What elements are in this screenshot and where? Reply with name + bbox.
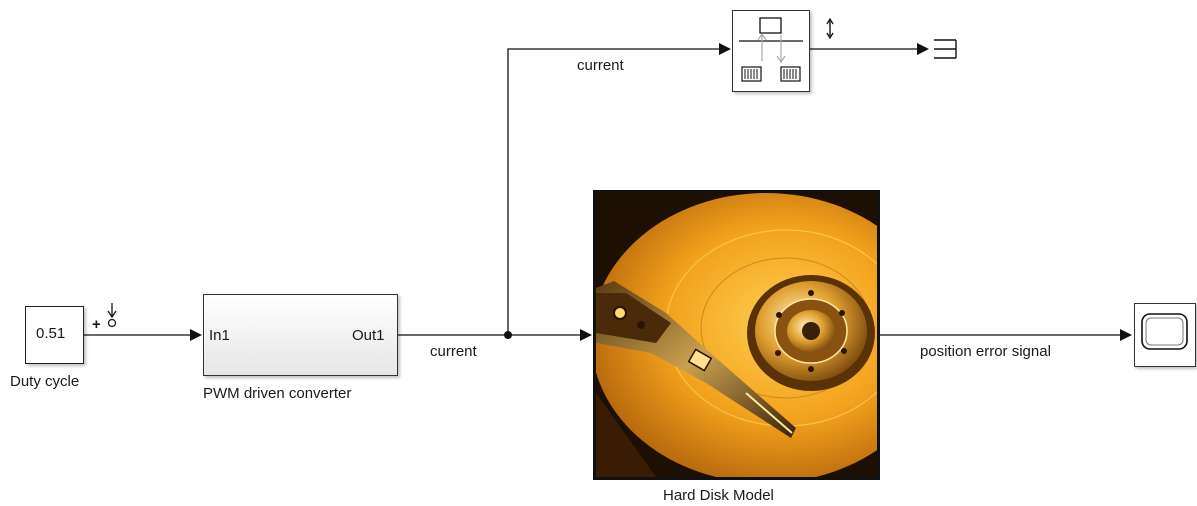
arrowhead-terminator-in <box>917 43 929 55</box>
rate-transition-block[interactable] <box>732 10 810 92</box>
constant-block[interactable] <box>25 306 84 364</box>
pwm-block-label: PWM driven converter <box>203 385 352 402</box>
signal-label-position-error: position error signal <box>920 343 1051 360</box>
arrowhead-hdd-in <box>580 329 592 341</box>
constant-block-label: Duty cycle <box>10 373 80 390</box>
constant-value: 0.51 <box>36 325 66 342</box>
arrowhead-scope-in <box>1120 329 1132 341</box>
rate-transition-icon <box>739 17 803 82</box>
hard-disk-model-label: Hard Disk Model <box>663 487 774 504</box>
pwm-converter-block[interactable] <box>203 294 398 376</box>
terminator-icon[interactable] <box>934 39 957 59</box>
hard-disk-model-block[interactable] <box>593 190 880 480</box>
arrowhead-rt-in <box>719 43 731 55</box>
scope-block[interactable] <box>1134 303 1196 367</box>
test-point-plus: + <box>92 316 101 333</box>
signal-label-current-branch: current <box>577 57 624 74</box>
scope-icon <box>1141 313 1188 350</box>
arrowhead-pwm-in <box>190 329 202 341</box>
hard-disk-photo <box>596 193 877 477</box>
wire-current-branch[interactable] <box>507 48 720 335</box>
pwm-in-port-label: In1 <box>209 327 230 344</box>
test-point-icon <box>107 303 117 328</box>
pwm-out-port-label: Out1 <box>352 327 385 344</box>
rate-update-icon <box>826 17 834 40</box>
signal-label-current: current <box>430 343 477 360</box>
